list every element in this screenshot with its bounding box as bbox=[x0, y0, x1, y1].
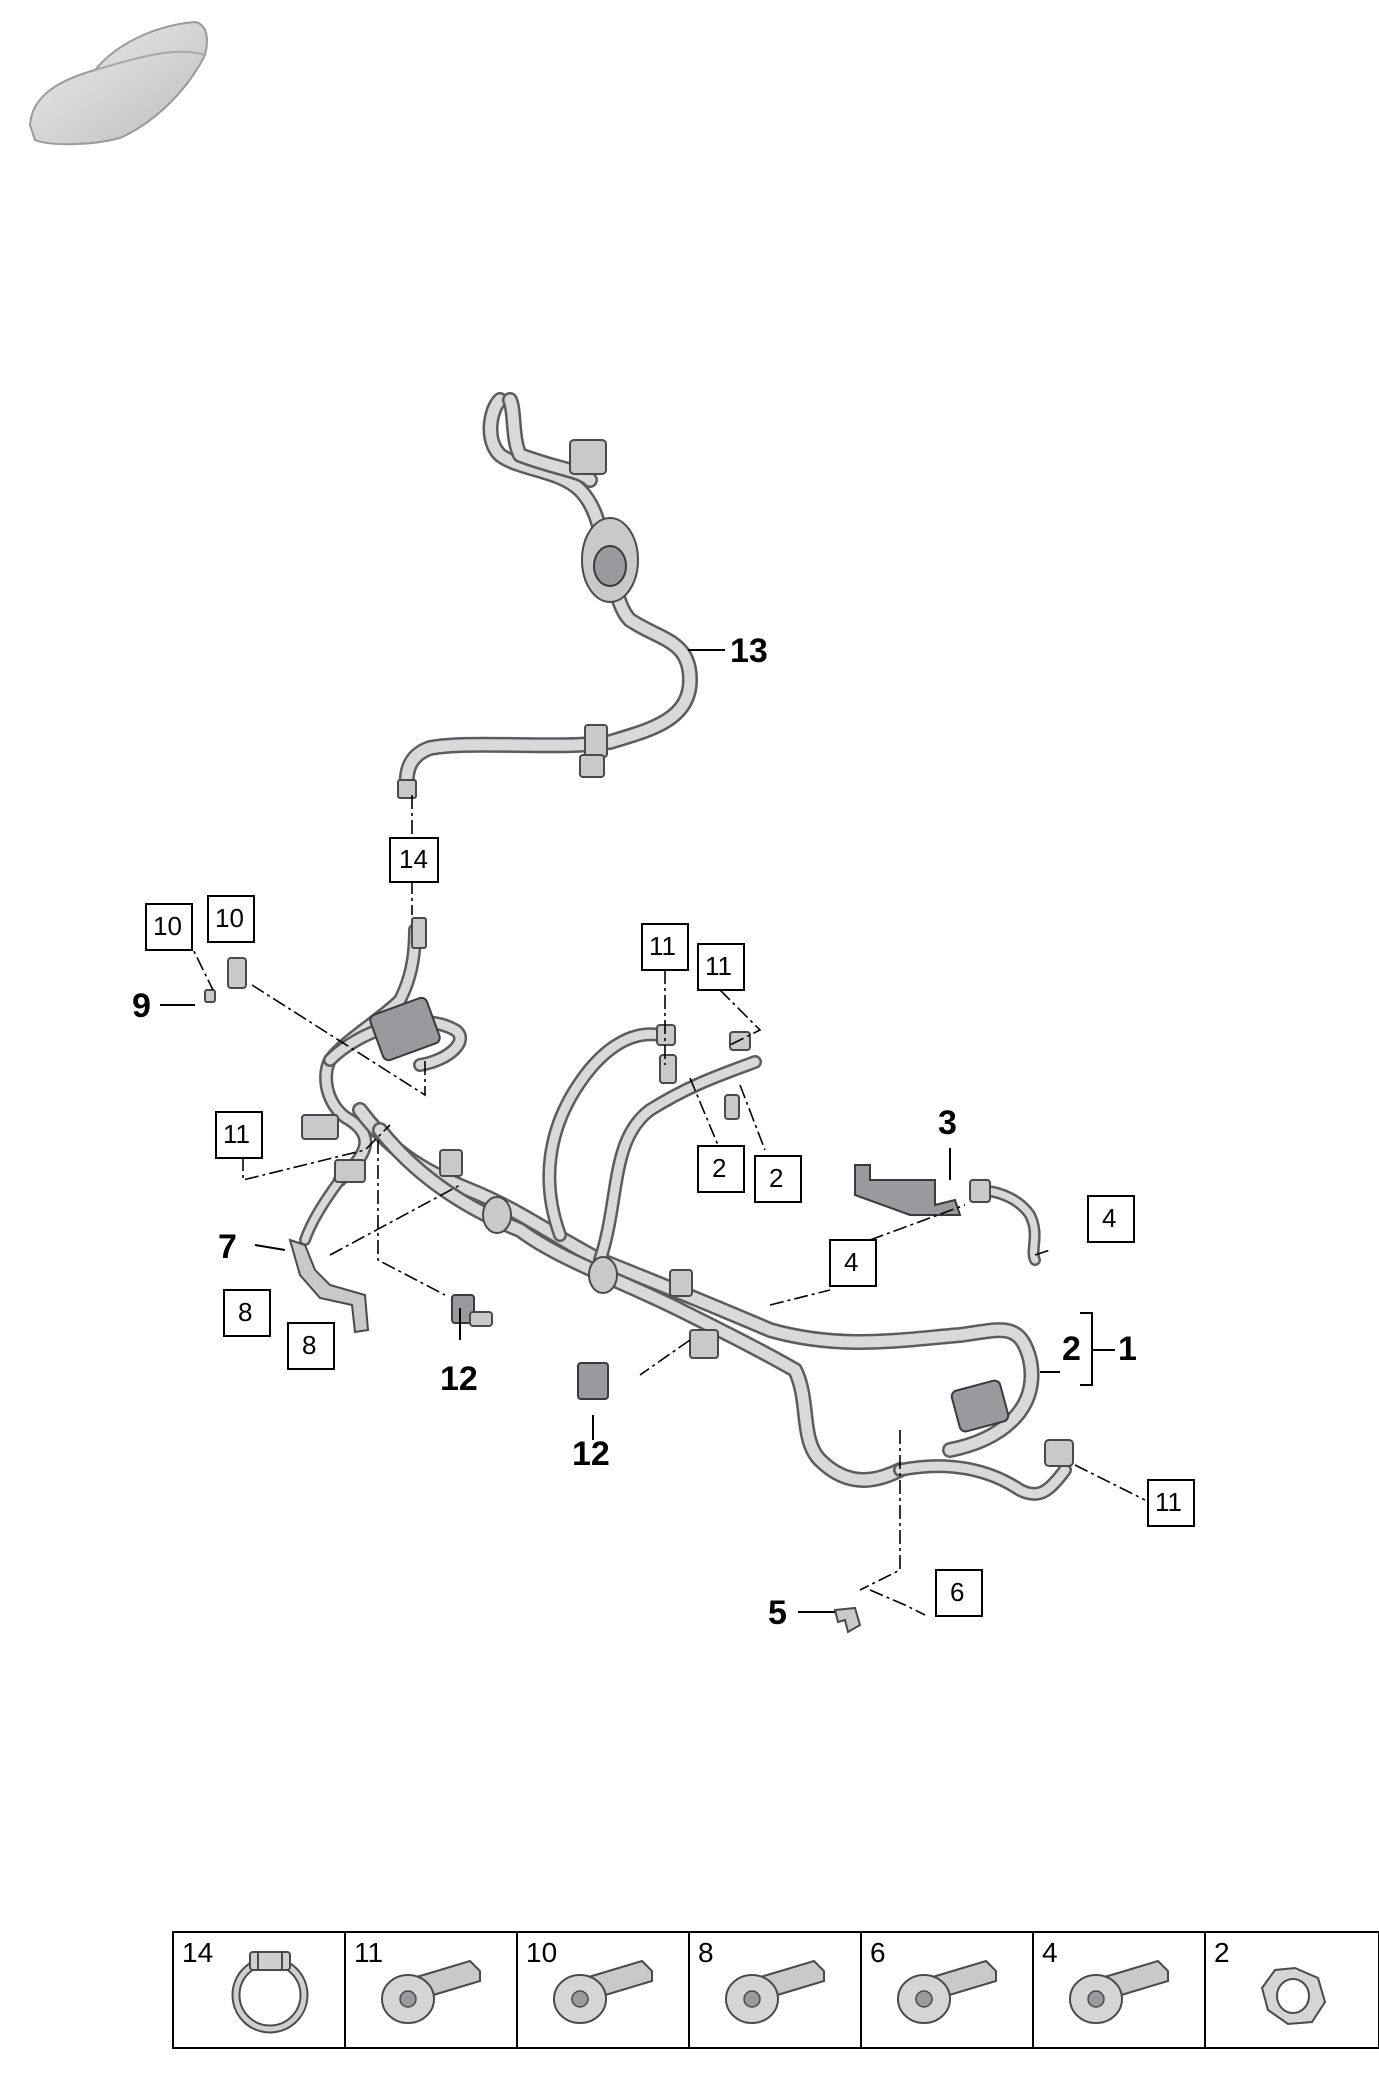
bolt-icon-6 bbox=[897, 1959, 997, 2024]
box-callout-10b: 10 bbox=[207, 895, 255, 943]
svg-text:6: 6 bbox=[950, 1577, 964, 1607]
coolant-hose-main bbox=[352, 1024, 1074, 1501]
box-callout-14: 14 bbox=[389, 837, 439, 883]
callout-3: 3 bbox=[938, 1104, 957, 1142]
svg-text:4: 4 bbox=[844, 1247, 858, 1277]
legend-label-11: 11 bbox=[354, 1937, 383, 1968]
legend-label-14: 14 bbox=[182, 1937, 213, 1968]
bolt-icon-11 bbox=[381, 1959, 481, 2024]
car-silhouette-icon bbox=[28, 20, 208, 146]
box-callout-10a: 10 bbox=[145, 903, 193, 951]
leader-lines bbox=[160, 649, 1115, 1613]
box-callout-8a: 8 bbox=[223, 1289, 271, 1337]
svg-text:11: 11 bbox=[705, 951, 732, 981]
box-callout-11a: 11 bbox=[641, 923, 689, 971]
box-callout-2a: 2 bbox=[697, 1145, 745, 1193]
svg-text:8: 8 bbox=[302, 1330, 316, 1360]
legend-label-10: 10 bbox=[526, 1937, 557, 1968]
svg-text:4: 4 bbox=[1102, 1203, 1116, 1233]
box-callout-11c: 11 bbox=[215, 1111, 263, 1159]
box-callout-11b: 11 bbox=[697, 943, 745, 991]
bolt-icon-10 bbox=[553, 1959, 653, 2024]
svg-text:11: 11 bbox=[1155, 1487, 1182, 1517]
sensor-upper-right bbox=[659, 1054, 740, 1120]
svg-text:10: 10 bbox=[153, 911, 182, 941]
legend-label-8: 8 bbox=[698, 1937, 714, 1968]
coolant-hose-middle bbox=[299, 917, 467, 1246]
hose-clamp-icon bbox=[231, 1951, 309, 2034]
svg-text:2: 2 bbox=[769, 1163, 783, 1193]
box-callout-8b: 8 bbox=[287, 1322, 335, 1370]
callout-9: 9 bbox=[132, 987, 151, 1025]
svg-text:14: 14 bbox=[399, 844, 428, 874]
nut-icon bbox=[1260, 1966, 1327, 2026]
svg-text:11: 11 bbox=[649, 931, 676, 961]
legend-label-2: 2 bbox=[1214, 1937, 1230, 1968]
callout-2: 2 bbox=[1062, 1330, 1081, 1368]
bracket-3 bbox=[854, 1164, 1041, 1266]
callout-7: 7 bbox=[218, 1228, 237, 1266]
svg-text:11: 11 bbox=[223, 1119, 250, 1149]
svg-text:10: 10 bbox=[215, 903, 244, 933]
box-callout-4b: 4 bbox=[829, 1239, 877, 1287]
legend-label-4: 4 bbox=[1042, 1937, 1058, 1968]
callout-5: 5 bbox=[768, 1594, 787, 1632]
clip-5 bbox=[833, 1606, 862, 1634]
svg-text:2: 2 bbox=[712, 1153, 726, 1183]
bracket-7 bbox=[288, 1238, 370, 1334]
bolt-icon-8 bbox=[725, 1959, 825, 2024]
callout-1: 1 bbox=[1118, 1330, 1137, 1368]
sensor-12b bbox=[577, 1362, 609, 1400]
legend-table: 14 11 10 8 6 4 2 bbox=[172, 1931, 1379, 2049]
sensor-12a bbox=[451, 1294, 493, 1327]
legend-label-6: 6 bbox=[870, 1937, 886, 1968]
assembly-lines bbox=[185, 795, 1146, 1616]
callout-12a: 12 bbox=[440, 1360, 478, 1398]
box-callout-6: 6 bbox=[935, 1569, 983, 1617]
box-callout-4a: 4 bbox=[1087, 1195, 1135, 1243]
clip-9 bbox=[204, 957, 247, 1003]
callout-12b: 12 bbox=[572, 1435, 610, 1473]
bolt-icon-4 bbox=[1069, 1959, 1169, 2024]
box-callout-2b: 2 bbox=[754, 1155, 802, 1203]
coolant-hose-upper bbox=[397, 392, 698, 799]
boxed-callouts: 14 10 10 11 11 11 2 2 4 4 8 8 11 6 bbox=[145, 837, 1195, 1617]
bold-callouts: 13 9 3 7 2 1 12 12 5 bbox=[132, 632, 1137, 1632]
box-callout-11d: 11 bbox=[1147, 1479, 1195, 1527]
svg-text:8: 8 bbox=[238, 1297, 252, 1327]
callout-13: 13 bbox=[730, 632, 768, 670]
